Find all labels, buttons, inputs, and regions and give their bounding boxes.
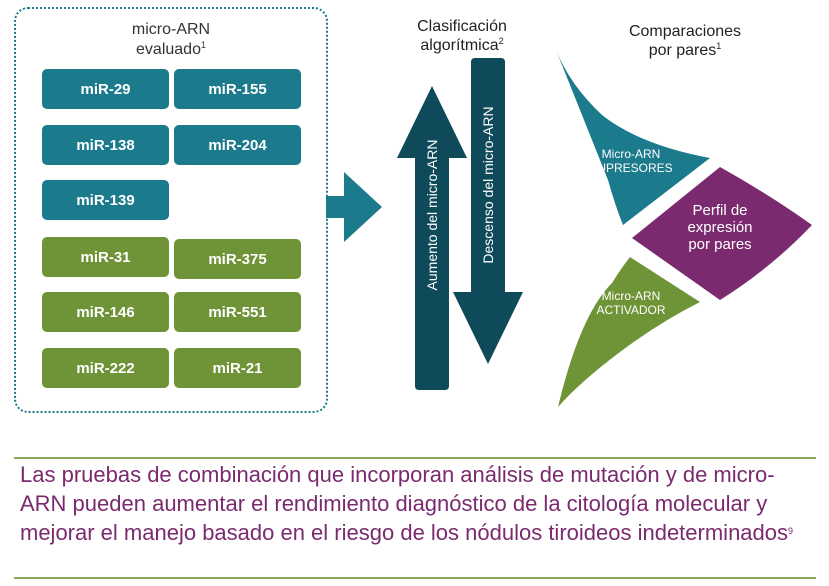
- comparisons-title: Comparaciones por pares1: [600, 22, 770, 60]
- classification-title-line2: algorítmica: [420, 37, 499, 54]
- mirna-chip-teal: miR-29: [42, 69, 169, 109]
- activator-shape: [558, 257, 700, 407]
- classification-title-ref: 2: [498, 36, 504, 46]
- suppressor-label-line2: SUPRESORES: [589, 161, 673, 175]
- footer-statement-ref: 9: [788, 526, 794, 536]
- mirna-chip-green: miR-21: [174, 348, 301, 388]
- comparisons-title-ref: 1: [716, 41, 722, 51]
- flow-arrow-icon: [326, 172, 382, 242]
- activator-label-line1: Micro-ARN: [601, 289, 661, 303]
- profile-label-line3: por pares: [688, 236, 752, 253]
- profile-label: Perfil de expresión por pares: [670, 202, 770, 253]
- profile-label-line1: Perfil de: [692, 202, 748, 219]
- mirna-chip-green: miR-375: [174, 239, 301, 279]
- mirna-chip-green: miR-31: [42, 237, 169, 277]
- classification-title: Clasificación algorítmica2: [392, 17, 532, 55]
- classification-title-line1: Clasificación: [417, 18, 507, 35]
- footer-statement-text: Las pruebas de combinación que incorpora…: [20, 462, 789, 545]
- comparisons-title-line1: Comparaciones: [628, 23, 742, 40]
- comparisons-title-line2: por pares: [648, 42, 717, 59]
- evaluated-title-line1: micro-ARN: [131, 21, 211, 38]
- mirna-chip-teal: miR-155: [174, 69, 301, 109]
- mirna-chip-teal: miR-204: [174, 125, 301, 165]
- down-arrow-label: Descenso del micro-ARN: [480, 106, 496, 264]
- mirna-chip-green: miR-146: [42, 292, 169, 332]
- comparisons-diagram: [556, 50, 812, 407]
- footer-top-divider: [14, 457, 816, 459]
- up-arrow-label: Aumento del micro-ARN: [424, 139, 440, 291]
- mirna-chip-teal: miR-139: [42, 180, 169, 220]
- profile-shape: [632, 167, 812, 300]
- footer-bottom-divider: [14, 577, 816, 579]
- mirna-chip-green: miR-222: [42, 348, 169, 388]
- evaluated-mirna-title: micro-ARN evaluado1: [14, 20, 328, 60]
- suppressor-label: Micro-ARN SUPRESORES: [585, 147, 677, 175]
- footer-statement: Las pruebas de combinación que incorpora…: [20, 460, 810, 547]
- evaluated-title-line2: evaluado: [136, 41, 201, 58]
- suppressor-label-line1: Micro-ARN: [601, 147, 661, 161]
- mirna-chip-green: miR-551: [174, 292, 301, 332]
- activator-label: Micro-ARN ACTIVADOR: [585, 289, 677, 317]
- evaluated-title-ref: 1: [200, 40, 206, 50]
- activator-label-line2: ACTIVADOR: [596, 303, 666, 317]
- up-arrow-icon: [397, 86, 467, 390]
- suppressor-shape: [556, 50, 710, 225]
- mirna-chip-teal: miR-138: [42, 125, 169, 165]
- down-arrow-icon: [453, 58, 523, 364]
- classification-arrows: [397, 58, 523, 390]
- profile-label-line2: expresión: [687, 219, 753, 236]
